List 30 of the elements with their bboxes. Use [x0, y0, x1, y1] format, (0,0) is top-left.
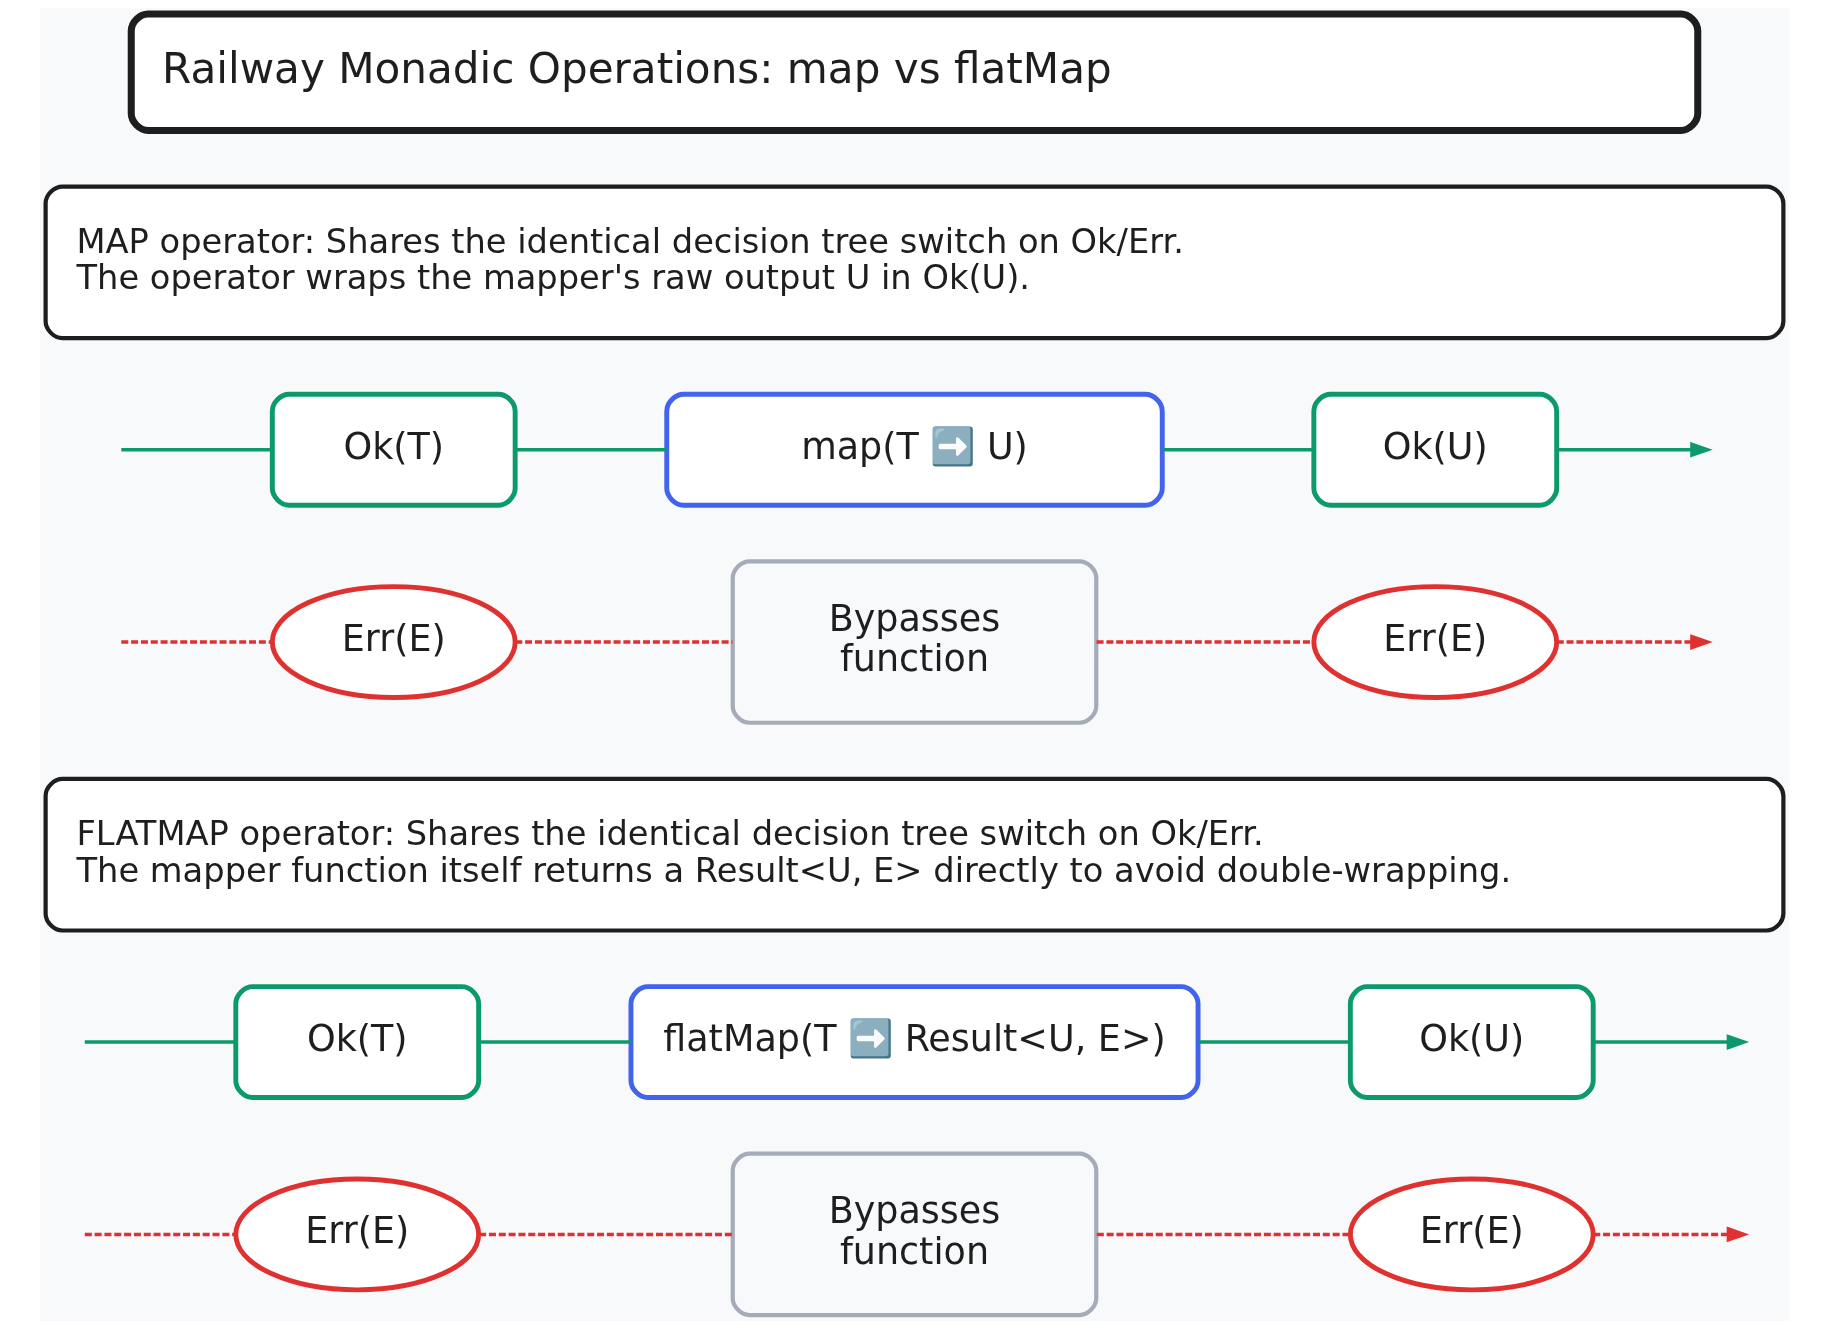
node-box: Railway Monadic Operations: map vs flatMap	[127, 10, 1701, 134]
connector	[84, 1232, 235, 1237]
connector	[514, 640, 732, 644]
node-box: FLATMAP operator: Shares the identical decision tree switch on Ok/Err. The mapper function itself returns a Result<U, E> directly to avoid double-wrapping.	[43, 776, 1785, 933]
connector	[120, 448, 272, 452]
connector	[1162, 448, 1313, 452]
node-box: Ok(U)	[1347, 984, 1596, 1100]
arrow	[1556, 634, 1713, 650]
connector	[514, 448, 667, 452]
node-ellipse: Err(E)	[232, 1176, 481, 1293]
node-ellipse: Err(E)	[1347, 1176, 1596, 1293]
arrow	[1592, 1034, 1749, 1050]
connector	[1198, 1040, 1350, 1044]
node-ellipse: Err(E)	[1310, 584, 1559, 700]
arrow	[1556, 441, 1713, 458]
connector	[84, 1040, 235, 1044]
connector	[120, 640, 272, 644]
node-box: flatMap(T ➡ Result<U, E>)	[628, 984, 1200, 1100]
node-box: Ok(T)	[232, 984, 481, 1100]
connector	[478, 1040, 631, 1044]
node-box: Bypasses function	[730, 559, 1098, 725]
connector	[478, 1232, 733, 1237]
node-box: Ok(U)	[1310, 391, 1559, 508]
node-box: map(T ➡ U)	[663, 391, 1165, 508]
node-box: Ok(T)	[269, 391, 518, 508]
node-box: Bypasses function	[730, 1151, 1098, 1318]
arrow	[1592, 1226, 1749, 1243]
node-box: MAP operator: Shares the identical decision tree switch on Ok/Err. The operator wraps the mapper's raw output U in Ok(U).	[43, 184, 1785, 341]
connector	[1096, 1232, 1350, 1237]
node-ellipse: Err(E)	[269, 584, 518, 700]
